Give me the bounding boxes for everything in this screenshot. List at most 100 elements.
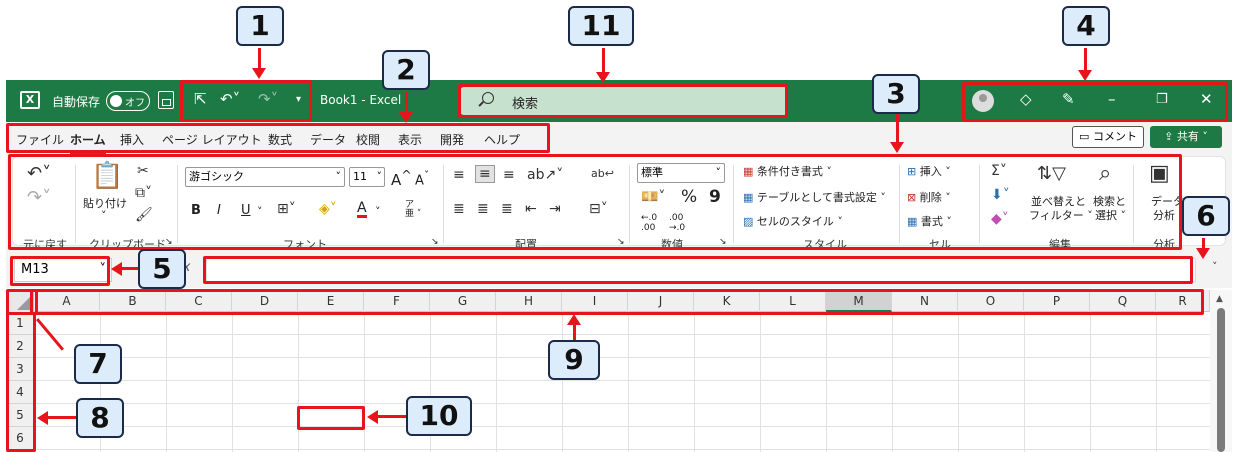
delete-cells-button[interactable]: ⊠ 削除 ˅ bbox=[907, 191, 951, 204]
tab-formulas[interactable]: 数式 bbox=[268, 133, 293, 147]
ribbon-undo-icon[interactable]: ↶˅ bbox=[27, 163, 52, 184]
column-header-cell[interactable]: Q bbox=[1090, 290, 1156, 312]
chevron-down-icon[interactable]: ˅ bbox=[375, 205, 381, 218]
format-cells-button[interactable]: ▦ 書式 ˅ bbox=[907, 215, 952, 228]
find-icon[interactable]: ⌕ bbox=[1099, 161, 1112, 186]
column-header-cell[interactable]: P bbox=[1024, 290, 1090, 312]
tab-file[interactable]: ファイル bbox=[16, 133, 65, 147]
comma-button[interactable]: 9 bbox=[709, 187, 721, 207]
sort-filter-icon[interactable]: ⇅▽ bbox=[1037, 163, 1066, 184]
italic-button[interactable]: I bbox=[217, 203, 221, 218]
number-format-select[interactable]: 標準 ˅ bbox=[637, 163, 725, 183]
tab-data[interactable]: データ bbox=[310, 133, 347, 147]
insert-cells-button[interactable]: ⊞ 挿入 ˅ bbox=[907, 165, 951, 178]
column-header-cell[interactable]: I bbox=[562, 290, 628, 312]
paste-dropdown-icon[interactable]: ˅ bbox=[101, 209, 107, 222]
number-launcher-icon[interactable]: ↘ bbox=[719, 237, 727, 247]
redo-icon[interactable]: ↷˅ bbox=[258, 90, 279, 108]
close-icon[interactable]: ✕ bbox=[1200, 90, 1213, 108]
pen-icon[interactable]: ✎ bbox=[1062, 90, 1075, 108]
share-button[interactable]: ⇪ 共有 ˅ bbox=[1150, 126, 1222, 148]
bold-button[interactable]: B bbox=[191, 203, 201, 218]
tab-developer[interactable]: 開発 bbox=[440, 133, 465, 147]
column-header-cell[interactable]: R bbox=[1156, 290, 1210, 312]
column-header-cell[interactable]: E bbox=[298, 290, 364, 312]
align-center-icon[interactable]: ≣ bbox=[477, 201, 489, 217]
font-size-select[interactable]: 11 ˅ bbox=[349, 167, 385, 187]
autosum-icon[interactable]: Σ˅ bbox=[991, 163, 1007, 179]
cell-styles-button[interactable]: ▨ セルのスタイル ˅ bbox=[743, 215, 843, 228]
column-header-cell[interactable]: B bbox=[100, 290, 166, 312]
column-header-cell[interactable]: L bbox=[760, 290, 826, 312]
align-top-icon[interactable]: ≡ bbox=[453, 167, 465, 183]
column-header-cell[interactable]: A bbox=[34, 290, 100, 312]
fill-icon[interactable]: ⬇˅ bbox=[991, 187, 1010, 203]
ribbon-redo-icon[interactable]: ↷˅ bbox=[27, 187, 52, 208]
row-header-cell[interactable]: 4 bbox=[6, 381, 34, 404]
tab-help[interactable]: ヘルプ bbox=[484, 133, 521, 147]
column-header-cell[interactable]: H bbox=[496, 290, 562, 312]
expand-formula-icon[interactable]: ˅ bbox=[1212, 260, 1218, 273]
column-header-cell[interactable]: K bbox=[694, 290, 760, 312]
sort-filter-label-2[interactable]: フィルター ˅ bbox=[1029, 209, 1093, 222]
fill-color-icon[interactable]: ◈˅ bbox=[319, 201, 337, 217]
align-bottom-icon[interactable]: ≡ bbox=[503, 167, 515, 183]
font-name-select[interactable]: 游ゴシック ˅ bbox=[185, 167, 345, 187]
autosave-toggle[interactable]: オフ bbox=[106, 91, 150, 111]
format-painter-icon[interactable]: 🖌 bbox=[135, 207, 153, 223]
align-left-icon[interactable]: ≣ bbox=[453, 201, 465, 217]
underline-button[interactable]: U bbox=[241, 203, 251, 218]
tab-page-layout[interactable]: ページ レイアウト bbox=[162, 133, 262, 147]
format-as-table-button[interactable]: ▦ テーブルとして書式設定 ˅ bbox=[743, 191, 886, 204]
search-box[interactable]: 検索 bbox=[460, 87, 788, 115]
conditional-format-button[interactable]: ▦ 条件付き書式 ˅ bbox=[743, 165, 832, 178]
clear-icon[interactable]: ◆˅ bbox=[991, 211, 1009, 227]
restore-icon[interactable]: ❐ bbox=[1156, 92, 1168, 107]
sort-filter-label[interactable]: 並べ替えと bbox=[1031, 195, 1086, 208]
alignment-launcher-icon[interactable]: ↘ bbox=[617, 237, 625, 247]
clipboard-launcher-icon[interactable]: ↘ bbox=[165, 237, 173, 247]
increase-indent-icon[interactable]: ⇥ bbox=[549, 201, 561, 217]
orientation-icon[interactable]: ab↗˅ bbox=[527, 167, 564, 183]
border-icon[interactable]: ⊞˅ bbox=[277, 201, 296, 217]
column-header-cell[interactable]: G bbox=[430, 290, 496, 312]
decrease-decimal-icon[interactable]: .00→.0 bbox=[669, 213, 686, 233]
font-launcher-icon[interactable]: ↘ bbox=[431, 237, 439, 247]
paste-label[interactable]: 貼り付け bbox=[83, 197, 127, 210]
font-shrink-button[interactable]: Aˇ bbox=[415, 169, 430, 189]
paste-icon[interactable]: 📋 bbox=[91, 161, 124, 191]
row-header-cell[interactable]: 3 bbox=[6, 358, 34, 381]
pointer-icon[interactable]: ⇱ bbox=[194, 90, 207, 108]
column-header-cell[interactable]: F bbox=[364, 290, 430, 312]
vertical-scrollbar[interactable]: ▲ bbox=[1210, 290, 1232, 452]
increase-decimal-icon[interactable]: ←.0.00 bbox=[641, 213, 658, 233]
row-header-cell[interactable]: 5 bbox=[6, 404, 34, 427]
data-analysis-icon[interactable]: ▣ bbox=[1149, 161, 1170, 186]
find-select-label[interactable]: 検索と bbox=[1093, 195, 1126, 208]
diamond-icon[interactable]: ◇ bbox=[1020, 90, 1032, 108]
tab-view[interactable]: 表示 bbox=[398, 133, 423, 147]
align-right-icon[interactable]: ≣ bbox=[501, 201, 513, 217]
percent-button[interactable]: % bbox=[681, 187, 698, 207]
column-header-cell[interactable]: J bbox=[628, 290, 694, 312]
minimize-icon[interactable]: – bbox=[1108, 90, 1116, 108]
align-middle-icon[interactable]: ≡ bbox=[475, 165, 495, 183]
wrap-text-icon[interactable]: ab↩ bbox=[591, 167, 614, 180]
phonetic-icon[interactable]: ア亜 ˅ bbox=[405, 200, 422, 219]
row-header-cell[interactable]: 1 bbox=[6, 312, 34, 335]
copy-icon[interactable]: ⧉˅ bbox=[135, 185, 152, 201]
currency-icon[interactable]: 💴˅ bbox=[641, 189, 666, 205]
select-all-button[interactable] bbox=[6, 290, 34, 312]
column-header-cell[interactable]: D bbox=[232, 290, 298, 312]
row-header-cell[interactable]: 2 bbox=[6, 335, 34, 358]
undo-icon[interactable]: ↶˅ bbox=[220, 90, 241, 108]
merge-center-icon[interactable]: ⊟˅ bbox=[589, 201, 608, 217]
scroll-thumb[interactable] bbox=[1217, 308, 1225, 452]
decrease-indent-icon[interactable]: ⇤ bbox=[525, 201, 537, 217]
save-icon[interactable] bbox=[158, 91, 174, 109]
column-header-cell-selected[interactable]: M bbox=[826, 290, 892, 312]
chevron-down-icon[interactable]: ˅ bbox=[257, 205, 263, 218]
data-analysis-label[interactable]: データ bbox=[1151, 195, 1184, 208]
tab-review[interactable]: 校閲 bbox=[356, 133, 381, 147]
cut-icon[interactable]: ✂ bbox=[137, 163, 149, 179]
